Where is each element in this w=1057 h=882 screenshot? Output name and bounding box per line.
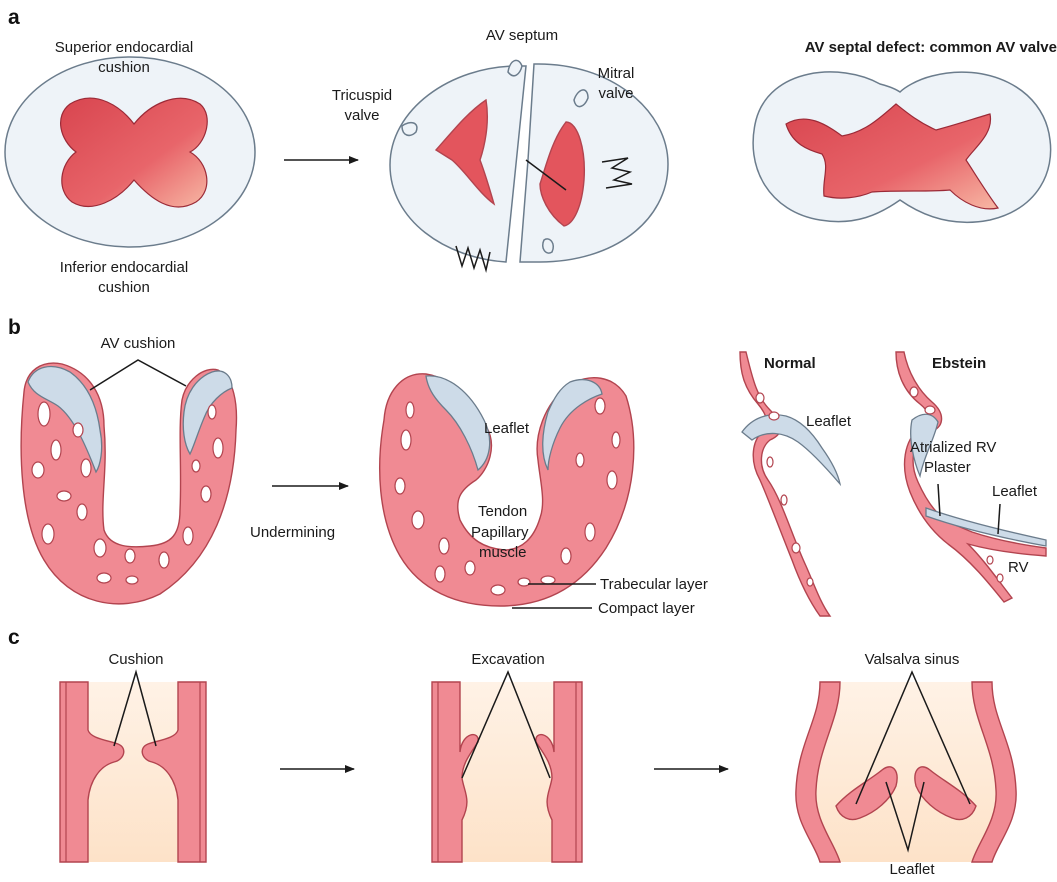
papillary-label-1: Papillary xyxy=(471,524,529,541)
papillary-label-2: muscle xyxy=(479,544,527,561)
valsalva-label: Valsalva sinus xyxy=(865,651,960,668)
mitral-label-1: Mitral xyxy=(598,65,635,82)
inferior-cushion-label-2: cushion xyxy=(98,279,150,296)
early-cushions-diagram xyxy=(5,57,255,247)
mature-ventricle-diagram xyxy=(380,374,634,606)
av-cushion-pointer xyxy=(90,360,186,390)
valsalva-sinus-diagram xyxy=(796,682,1016,862)
av-cushion-label: AV cushion xyxy=(101,335,176,352)
trabecular-layer-label: Trabecular layer xyxy=(600,576,708,593)
compact-layer-label: Compact layer xyxy=(598,600,695,617)
outflow-excavation-diagram xyxy=(432,682,582,862)
superior-cushion-label-2: cushion xyxy=(98,59,150,76)
panel-b-label: b xyxy=(8,316,21,339)
outflow-cushion-diagram xyxy=(60,682,206,862)
rv-label: RV xyxy=(1008,559,1029,576)
plaster-label: Plaster xyxy=(924,459,971,476)
normal-valve-diagram xyxy=(740,352,840,616)
panel-c-label: c xyxy=(8,626,20,649)
ebstein-title: Ebstein xyxy=(932,355,986,372)
primitive-ventricle-diagram xyxy=(21,363,236,604)
normal-leaflet-label: Leaflet xyxy=(806,413,852,430)
av-septal-defect-diagram xyxy=(753,72,1051,222)
superior-cushion-label-1: Superior endocardial xyxy=(55,39,193,56)
cushion-label: Cushion xyxy=(108,651,163,668)
tricuspid-label-1: Tricuspid xyxy=(332,87,392,104)
atrialized-rv-label: Atrialized RV xyxy=(910,439,996,456)
leaflet-label: Leaflet xyxy=(484,420,530,437)
inferior-cushion-label-1: Inferior endocardial xyxy=(60,259,188,276)
av-septum-label: AV septum xyxy=(486,27,558,44)
leaflet-c-label: Leaflet xyxy=(889,861,935,878)
plaster-pointer xyxy=(938,484,940,516)
undermining-label: Undermining xyxy=(250,524,335,541)
ebstein-leaflet-label: Leaflet xyxy=(992,483,1038,500)
av-septal-defect-title: AV septal defect: common AV valve xyxy=(805,39,1057,56)
excavation-label: Excavation xyxy=(471,651,544,668)
tricuspid-label-2: valve xyxy=(344,107,379,124)
panel-a-label: a xyxy=(8,6,20,29)
mitral-label-2: valve xyxy=(598,85,633,102)
tendon-label: Tendon xyxy=(478,503,527,520)
normal-title: Normal xyxy=(764,355,816,372)
